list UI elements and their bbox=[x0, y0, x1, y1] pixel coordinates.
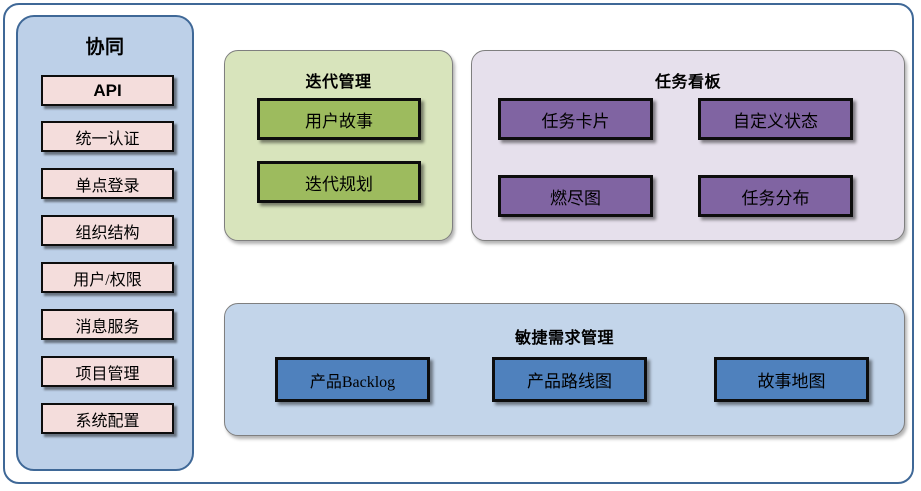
task-board-panel: 任务看板 任务卡片 自定义状态 燃尽图 任务分布 bbox=[471, 50, 905, 241]
sidebar-panel-collaboration: 协同 API 统一认证 单点登录 组织结构 用户/权限 消息服务 项目管理 系统… bbox=[16, 15, 194, 471]
taskboard-item-task-card[interactable]: 任务卡片 bbox=[498, 98, 653, 140]
sidebar-item-system-config[interactable]: 系统配置 bbox=[41, 403, 174, 434]
taskboard-item-burndown-chart[interactable]: 燃尽图 bbox=[498, 175, 653, 217]
agile-item-story-map[interactable]: 故事地图 bbox=[714, 357, 869, 402]
iteration-management-title: 迭代管理 bbox=[305, 74, 372, 91]
agile-item-product-backlog[interactable]: 产品Backlog bbox=[275, 357, 430, 402]
iteration-item-iteration-planning[interactable]: 迭代规划 bbox=[257, 161, 421, 203]
sidebar-item-org-structure[interactable]: 组织结构 bbox=[41, 215, 174, 246]
sidebar-item-unified-auth[interactable]: 统一认证 bbox=[41, 121, 174, 152]
sidebar-item-project-management[interactable]: 项目管理 bbox=[41, 356, 174, 387]
agile-requirement-title: 敏捷需求管理 bbox=[514, 330, 614, 347]
sidebar-item-single-sign-on[interactable]: 单点登录 bbox=[41, 168, 174, 199]
architecture-diagram: 协同 API 统一认证 单点登录 组织结构 用户/权限 消息服务 项目管理 系统… bbox=[3, 3, 914, 484]
agile-item-product-roadmap[interactable]: 产品路线图 bbox=[492, 357, 647, 402]
sidebar-item-user-permission[interactable]: 用户/权限 bbox=[41, 262, 174, 293]
iteration-item-user-story[interactable]: 用户故事 bbox=[257, 98, 421, 140]
sidebar-item-api[interactable]: API bbox=[41, 75, 174, 106]
taskboard-item-task-distribution[interactable]: 任务分布 bbox=[698, 175, 853, 217]
task-board-title: 任务看板 bbox=[654, 74, 721, 91]
sidebar-item-message-service[interactable]: 消息服务 bbox=[41, 309, 174, 340]
taskboard-item-custom-status[interactable]: 自定义状态 bbox=[698, 98, 853, 140]
agile-requirement-panel: 敏捷需求管理 产品Backlog 产品路线图 故事地图 bbox=[224, 303, 905, 436]
iteration-management-panel: 迭代管理 用户故事 迭代规划 bbox=[224, 50, 453, 241]
sidebar-title: 协同 bbox=[85, 37, 125, 58]
